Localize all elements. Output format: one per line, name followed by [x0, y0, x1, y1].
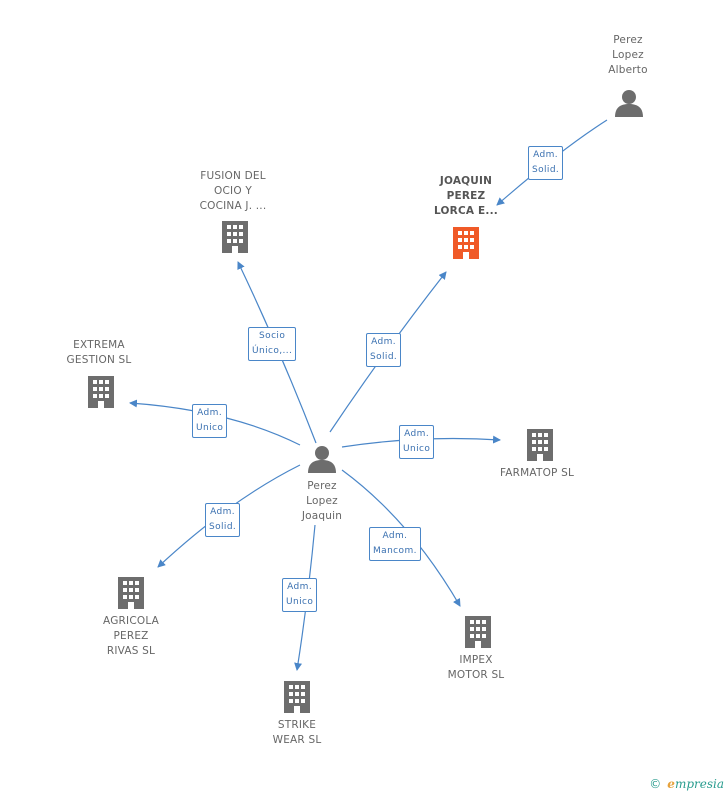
building-icon — [284, 681, 310, 713]
node-label-joaquin-perez-lorca[interactable]: JOAQUIN PEREZ LORCA E... — [434, 175, 498, 217]
building-icon — [527, 429, 553, 461]
node-label-center[interactable]: Perez Lopez Joaquin — [301, 480, 343, 522]
edge-label-center-strike[interactable]: Adm. Unico — [282, 578, 318, 612]
person-icon — [308, 446, 336, 473]
node-label-agricola[interactable]: AGRICOLA PEREZ RIVAS SL — [103, 615, 159, 657]
node-label-perez-alberto[interactable]: Perez Lopez Alberto — [608, 34, 648, 76]
node-label-farmatop[interactable]: FARMATOP SL — [499, 467, 575, 479]
node-label-impex[interactable]: IMPEX MOTOR SL — [447, 654, 505, 681]
building-icon — [465, 616, 491, 648]
edge-label-center-fusion[interactable]: Socio Único,... — [248, 327, 297, 361]
edge-label-center-extrema[interactable]: Adm. Unico — [192, 404, 228, 438]
edge-label-center-farmatop[interactable]: Adm. Unico — [399, 425, 435, 459]
node-label-strike[interactable]: STRIKE WEAR SL — [272, 719, 322, 746]
person-icon — [615, 90, 643, 117]
edge-label-center-impex[interactable]: Adm. Mancom. — [369, 527, 421, 561]
edge-label-alberto-joaquin[interactable]: Adm. Solid. — [528, 146, 564, 180]
building-icon — [88, 376, 114, 408]
building-icon — [222, 221, 248, 253]
node-label-extrema[interactable]: EXTREMA GESTION SL — [66, 339, 132, 366]
building-icon — [118, 577, 144, 609]
building-icon — [453, 227, 479, 259]
node-label-fusion[interactable]: FUSION DEL OCIO Y COCINA J. ... — [199, 170, 267, 212]
brand-logo-text: mpresia — [674, 777, 724, 791]
footer-credit[interactable]: © empresia — [649, 777, 724, 791]
edge-label-center-agricola[interactable]: Adm. Solid. — [205, 503, 241, 537]
brand-logo-initial: e — [667, 777, 675, 791]
edge-label-center-joaquin[interactable]: Adm. Solid. — [366, 333, 402, 367]
copyright-icon: © — [649, 777, 662, 791]
